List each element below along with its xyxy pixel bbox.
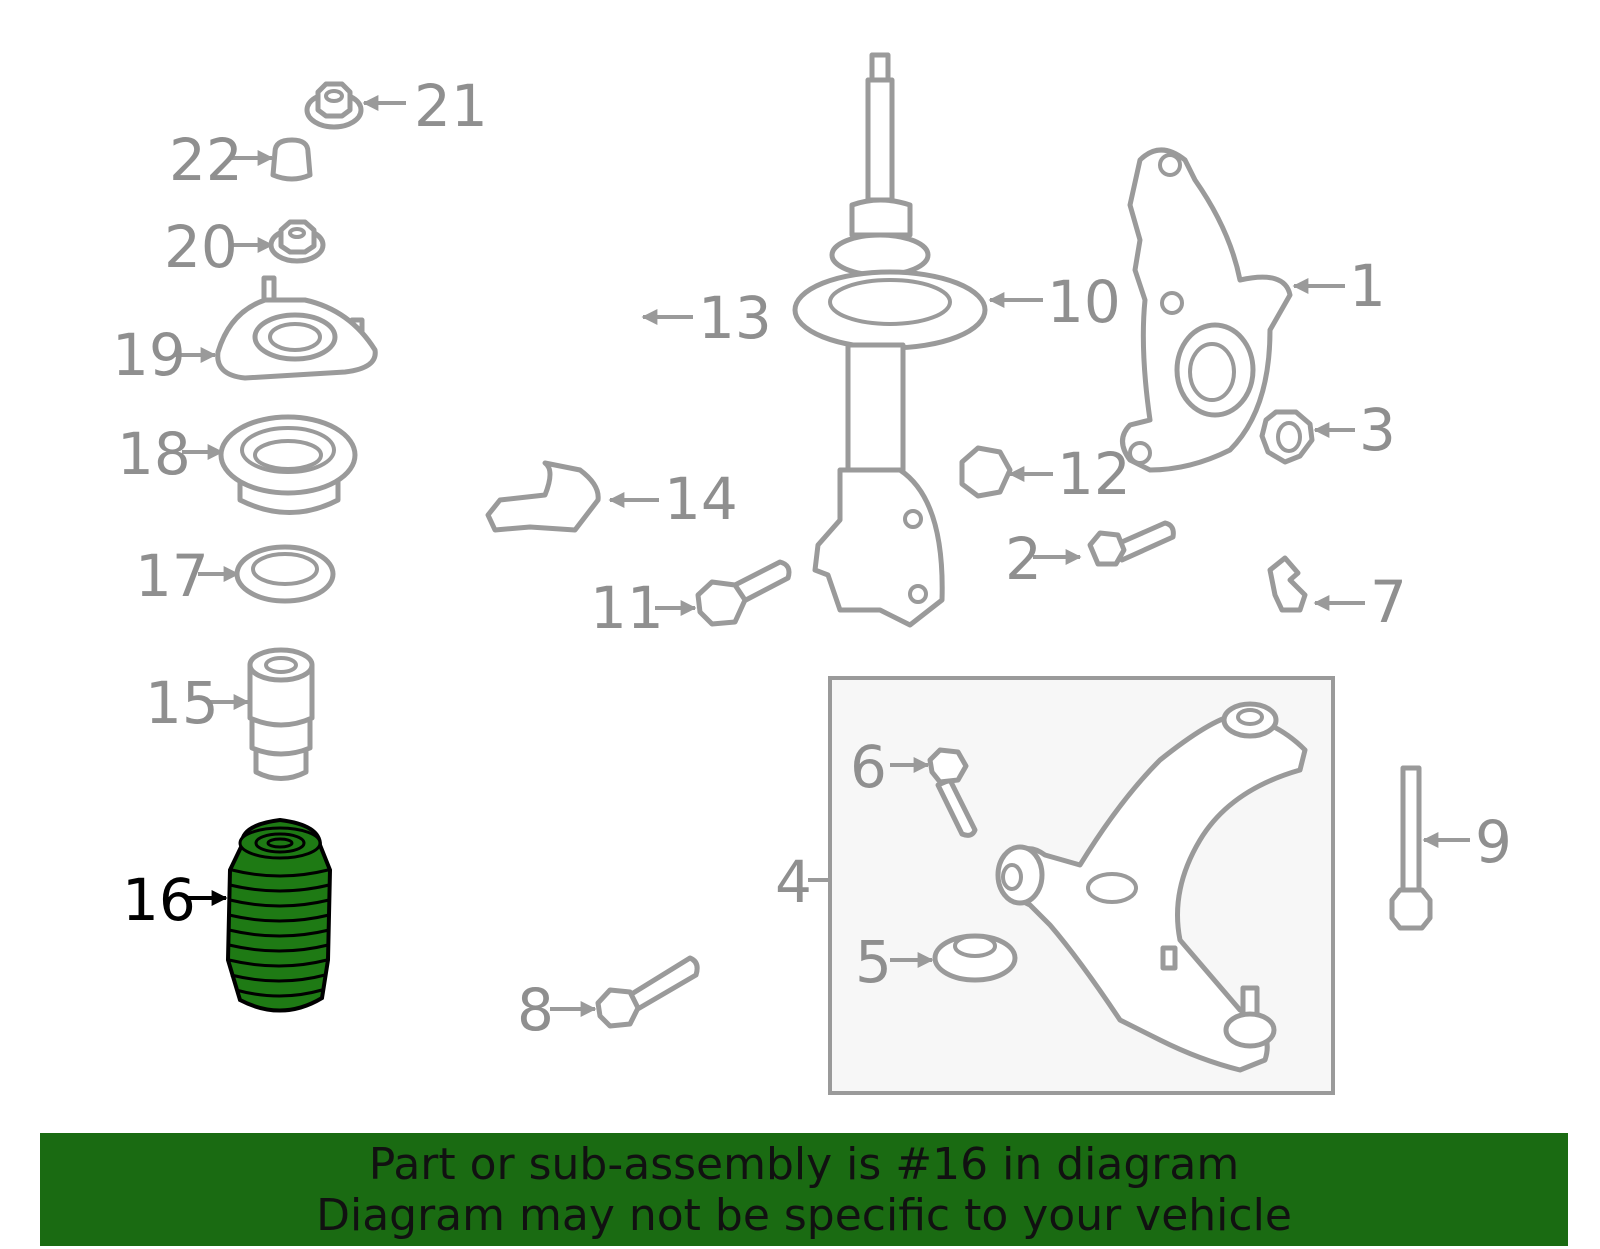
part-11-bolt [695, 559, 792, 627]
part-15-bump-stop [247, 647, 315, 781]
part-6-bolt [927, 747, 978, 838]
part-3-nut [1259, 409, 1315, 465]
callout-18: 18 [117, 420, 191, 488]
footer-line-disclaimer: Diagram may not be specific to your vehi… [316, 1189, 1292, 1241]
footer-text: Part or sub-assembly is #16 in diagram D… [40, 1133, 1568, 1246]
callout-2: 2 [1005, 525, 1042, 593]
callout-16: 16 [122, 866, 196, 934]
callout-9: 9 [1475, 808, 1512, 876]
part-8-bolt [595, 955, 700, 1029]
part-19-strut-mount [215, 275, 378, 381]
part-17-seat [234, 544, 336, 604]
footer-banner [40, 1133, 1568, 1246]
part-7-clip [1267, 555, 1308, 613]
callout-15: 15 [145, 669, 219, 737]
part-14-spring-seat [485, 460, 601, 533]
callout-8: 8 [517, 976, 554, 1044]
callout-10: 10 [1047, 268, 1121, 336]
part-22-cap [270, 137, 313, 182]
callout-3: 3 [1359, 396, 1396, 464]
callout-12: 12 [1057, 440, 1131, 508]
part-13-coil-spring [459, 205, 641, 434]
part-4-control-arm [995, 701, 1308, 1073]
part-9-long-bolt [1389, 765, 1433, 931]
callout-6: 6 [850, 733, 887, 801]
callout-1: 1 [1349, 252, 1386, 320]
part-18-bearing [218, 414, 358, 515]
callout-21: 21 [414, 72, 488, 140]
part-20-nut [268, 219, 326, 264]
callout-13: 13 [698, 284, 772, 352]
part-16-dust-boot [225, 817, 333, 1013]
callout-labels: 21 22 20 19 18 17 15 16 13 14 10 1 3 12 … [112, 72, 1512, 1044]
callout-4: 4 [775, 848, 812, 916]
callout-11: 11 [590, 574, 664, 642]
callout-arrows [175, 95, 1470, 1017]
callout-14: 14 [664, 465, 738, 533]
callout-20: 20 [164, 213, 238, 281]
callout-22: 22 [169, 126, 243, 194]
part-10-strut [792, 52, 988, 628]
callout-7: 7 [1370, 568, 1407, 636]
part-5-washer [932, 933, 1018, 983]
footer-line-part-number: Part or sub-assembly is #16 in diagram [368, 1138, 1240, 1190]
part-2-bolt [1087, 520, 1176, 567]
callout-5: 5 [855, 928, 892, 996]
callout-19: 19 [112, 321, 186, 389]
part-21-flange-nut [304, 81, 364, 130]
part-1-steering-knuckle [1120, 147, 1293, 473]
part-12-nut [959, 445, 1013, 499]
callout-17: 17 [135, 542, 209, 610]
